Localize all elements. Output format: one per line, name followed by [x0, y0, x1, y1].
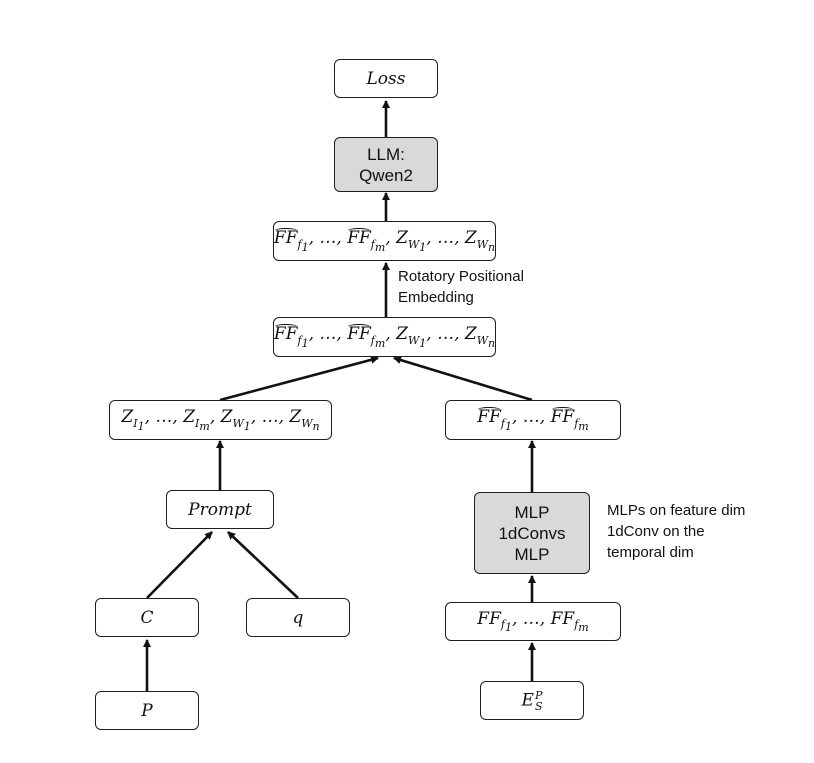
c-label: C	[140, 607, 154, 628]
edge-right-to-tokens1	[393, 356, 533, 402]
mlp-note-line1: MLPs on feature dim	[607, 502, 746, 519]
mlp-conv-block-node: MLP 1dConvs MLP	[474, 492, 590, 574]
text-embedding-tokens-node: ZI1, …, ZIm, ZW1, …, ZWn	[109, 400, 332, 440]
llm-label-line2: Qwen2	[359, 165, 413, 185]
raw-feature-tokens-label: FFf1, …, FFfm	[477, 608, 589, 635]
ff-hat-token: FF	[273, 228, 298, 249]
prompt-node: Prompt	[166, 490, 274, 529]
prompt-label: Prompt	[188, 499, 252, 520]
loss-node: Loss	[334, 59, 438, 98]
edge-c-to-prompt	[146, 531, 213, 599]
p-node: P	[95, 691, 199, 730]
rope-note-line1: Rotatory Positional	[398, 268, 524, 285]
q-label: q	[292, 607, 304, 628]
p-label: P	[141, 700, 153, 721]
rope-output-tokens-label: FFf1, …, FFfm, ZW1, …, ZWn	[273, 228, 496, 254]
mlp-note: MLPs on feature dim 1dConv on the tempor…	[607, 500, 745, 563]
text-embedding-tokens-label: ZI1, …, ZIm, ZW1, …, ZWn	[121, 407, 320, 433]
rope-note: Rotatory Positional Embedding	[398, 266, 524, 308]
q-node: q	[246, 598, 350, 637]
c-node: C	[95, 598, 199, 637]
projected-feature-tokens-node: FFf1, …, FFfm	[445, 400, 621, 440]
mlp-block-line1: MLP	[514, 502, 550, 522]
concatenated-tokens-label: FFf1, …, FFfm, ZW1, …, ZWn	[273, 324, 496, 350]
mlp-note-line3: temporal dim	[607, 544, 694, 561]
raw-feature-tokens-node: FFf1, …, FFfm	[445, 602, 621, 641]
projected-feature-tokens-label: FFf1, …, FFfm	[477, 407, 589, 433]
concatenated-tokens-node: FFf1, …, FFfm, ZW1, …, ZWn	[273, 317, 496, 357]
mlp-note-line2: 1dConv on the	[607, 523, 705, 540]
loss-label: Loss	[366, 68, 406, 89]
edge-q-to-prompt	[227, 531, 299, 599]
llm-qwen2-node: LLM: Qwen2	[334, 137, 438, 192]
llm-label-line1: LLM:	[367, 144, 405, 164]
mlp-block-line3: MLP	[514, 544, 550, 564]
rope-output-tokens-node: FFf1, …, FFfm, ZW1, …, ZWn	[273, 221, 496, 261]
edge-left-to-tokens1	[219, 355, 379, 402]
rope-note-line2: Embedding	[398, 289, 474, 306]
mlp-block-line2: 1dConvs	[498, 523, 566, 543]
